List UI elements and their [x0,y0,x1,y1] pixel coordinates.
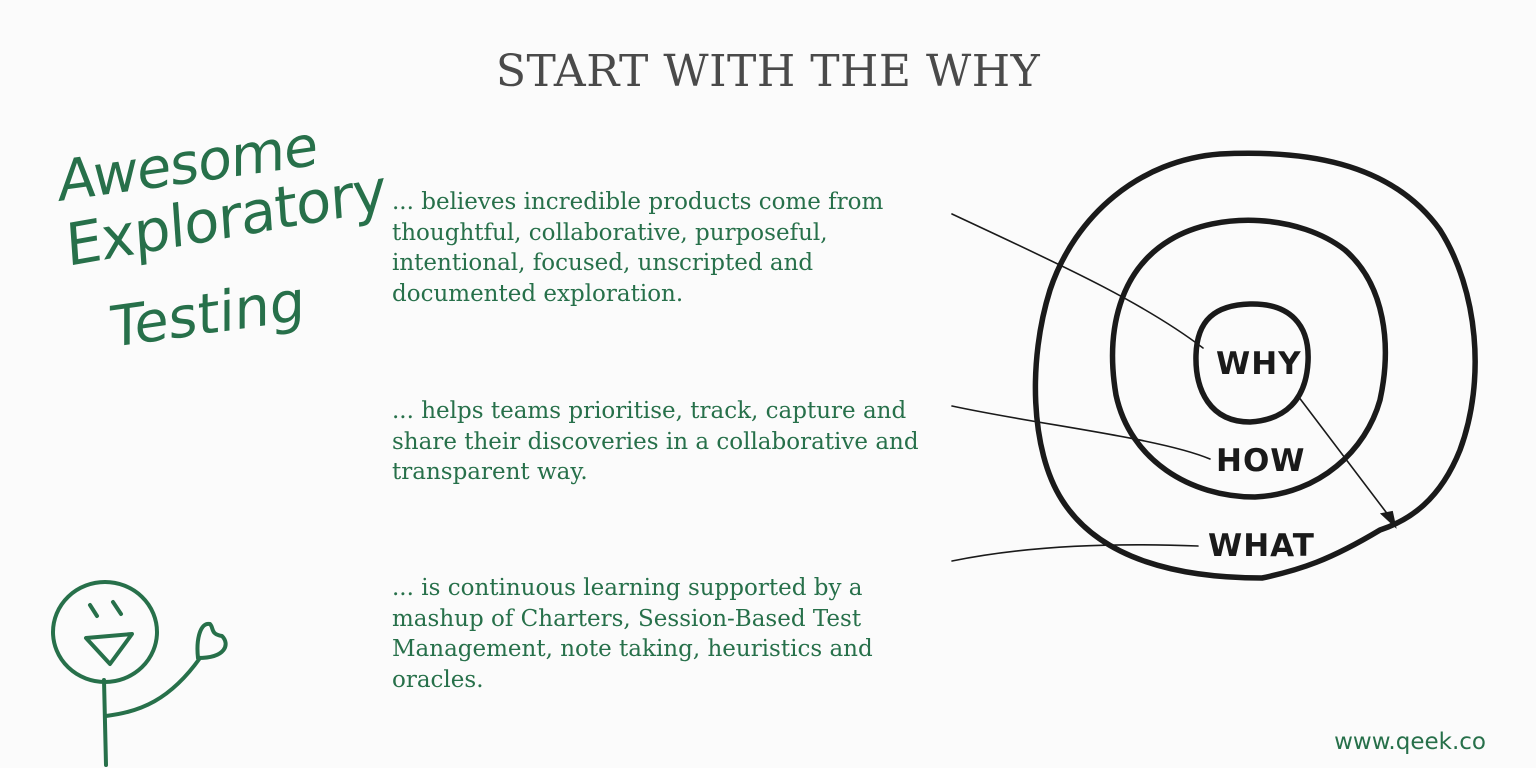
thumbs-up-mascot-icon [51,580,228,767]
label-what: WHAT [1208,528,1315,564]
mascot-eye-right [111,600,123,616]
mascot-mouth [84,632,134,666]
mascot-arm [104,656,202,718]
why-to-what-arrow-line [1297,395,1393,521]
what-pointer-line [951,544,1199,562]
mascot-thumb [195,621,228,660]
why-pointer-line [951,213,1204,349]
page-title: START WITH THE WHY [495,46,1041,97]
arrowhead-icon [1379,510,1397,529]
label-how: HOW [1216,443,1306,479]
why-description: ... believes incredible products come fr… [392,189,884,307]
how-description: ... helps teams prioritise, track, captu… [392,398,919,485]
label-why: WHY [1216,346,1302,382]
circle-how [1109,217,1389,500]
mascot-head [51,580,159,684]
mascot-body [102,678,108,767]
what-description: ... is continuous learning supported by … [392,575,873,693]
circle-why [1193,301,1311,425]
how-pointer-line [951,405,1211,460]
mascot-eye-left [88,603,99,618]
circle-what [1032,150,1478,581]
footer-url-link[interactable]: www.qeek.co [1334,729,1486,755]
